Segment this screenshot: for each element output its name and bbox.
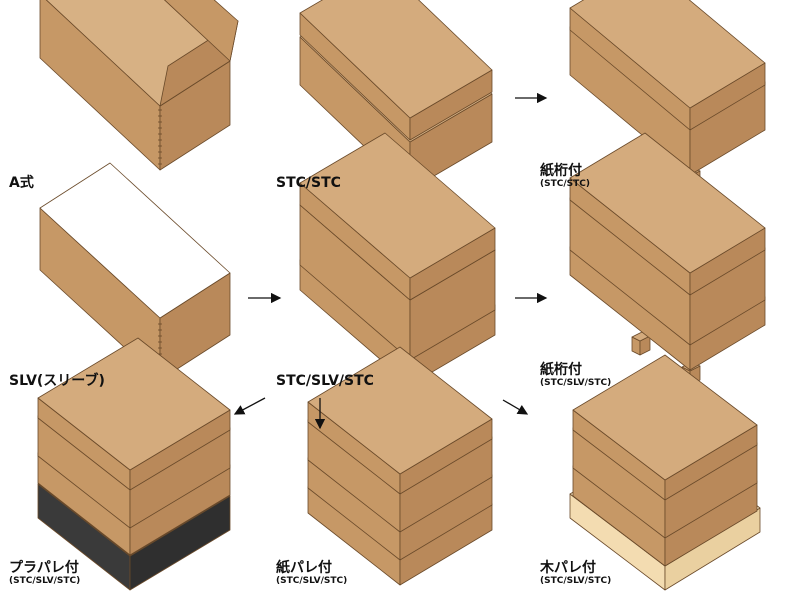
label-plastic-pallet: プラパレ付 (STC/SLV/STC) — [9, 560, 81, 586]
label-stc-stc: STC/STC — [276, 175, 341, 191]
label-paper-pallet: 紙パレ付 (STC/SLV/STC) — [276, 560, 348, 586]
wood-lid-top-face — [572, 354, 758, 481]
label-a-style: A式 — [9, 175, 34, 191]
plastic-lid-top-face — [37, 337, 231, 471]
a-style-box — [39, 0, 239, 171]
label-wood-pallet: 木パレ付 (STC/SLV/STC) — [540, 560, 612, 586]
a-style-flap-right — [164, 0, 239, 62]
stc-stc-box — [299, 0, 493, 191]
beam2-lid-top-face — [569, 132, 766, 274]
plastic-pallet-box — [37, 337, 231, 591]
paper-lid-top-face — [307, 346, 493, 475]
paper-beam-stc-slv-stc-box — [569, 132, 766, 386]
paper-beam-stc-lid-top-face — [569, 0, 766, 109]
label-stc-slv-stc: STC/SLV/STC — [276, 373, 374, 389]
label-paper-beam-stc-slv-stc: 紙桁付 (STC/SLV/STC) — [540, 362, 612, 388]
paper-pallet-box — [307, 346, 493, 586]
label-slv: SLV(スリーブ) — [9, 373, 105, 389]
wood-pallet-box — [569, 354, 761, 591]
stc-slv-stc-box — [299, 132, 496, 386]
paper-beam-stc-box — [569, 0, 766, 191]
slv-sleeve — [39, 162, 231, 381]
stc-slv-stc-lid-top-face — [299, 132, 496, 279]
stc-stc-lid-top-face — [299, 0, 493, 119]
arrow-to-plastic-pallet — [233, 397, 266, 415]
label-paper-beam-stc: 紙桁付 (STC/STC) — [540, 163, 590, 189]
arrow-to-wood-pallet — [502, 399, 529, 415]
slv-body-top-face — [39, 162, 231, 319]
